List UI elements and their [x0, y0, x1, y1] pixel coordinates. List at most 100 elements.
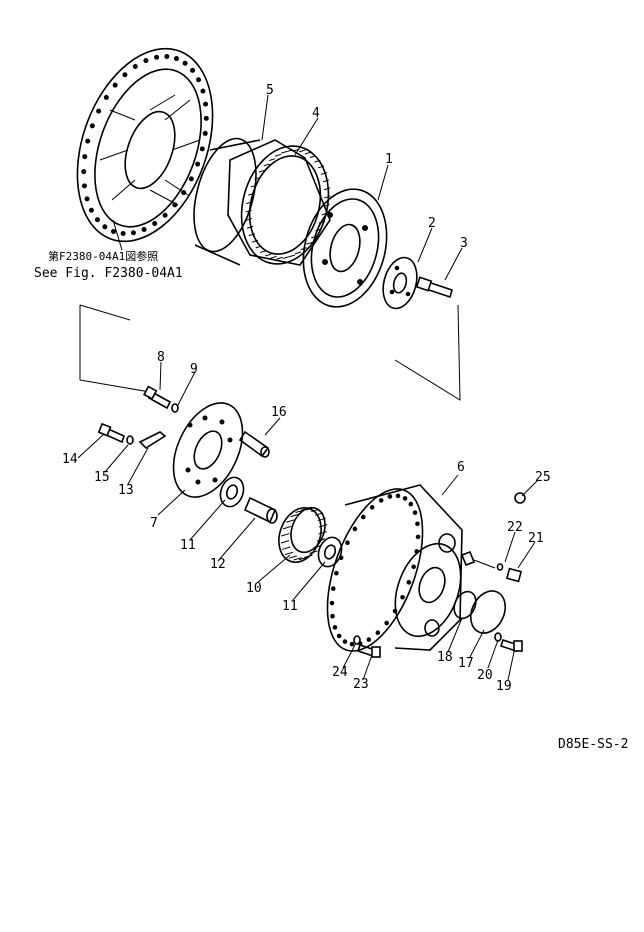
detail-line [250, 184, 258, 188]
bolt-hole [173, 56, 179, 62]
bolt-hole [112, 82, 118, 88]
detail-line [258, 169, 265, 173]
bolt-part-14 [97, 422, 125, 444]
bolt-hole [182, 60, 188, 66]
assembly-lines-upper [79, 304, 461, 401]
gear-part-10 [278, 506, 328, 563]
bolt-part-23 [356, 643, 381, 658]
callout-6: 6 [457, 460, 465, 475]
detail-line [282, 256, 289, 260]
detail-line [246, 225, 254, 229]
bolt-hole [408, 501, 414, 507]
detail-line [299, 149, 306, 153]
detail-line [281, 533, 290, 537]
bolt-hole [415, 534, 421, 540]
detail-line [298, 556, 308, 561]
bolt-hole [342, 639, 348, 644]
washer-part-22 [496, 563, 504, 571]
detail-line [324, 195, 331, 199]
drawing-code: D85E-SS-2 [558, 737, 628, 752]
callout-9: 9 [190, 362, 198, 377]
bolt-hole [332, 625, 338, 630]
callout-16: 16 [271, 405, 287, 420]
detail-line [295, 509, 304, 513]
bolt-hole [395, 493, 401, 499]
bolt-hole [84, 196, 90, 202]
pin-part-16 [238, 430, 270, 458]
detail-line [270, 255, 277, 259]
bolt-hole [203, 101, 209, 107]
gear-teeth [280, 507, 328, 561]
detail-line [309, 550, 318, 554]
detail-line [245, 209, 252, 213]
bolt-hole [412, 510, 418, 515]
leader-lines [77, 94, 539, 681]
flange-disc-part-7 [172, 402, 244, 498]
bolt-hole [120, 230, 126, 236]
detail-line [263, 163, 270, 167]
callout-1: 1 [385, 152, 393, 167]
bolt-hole [202, 130, 208, 136]
detail-line [293, 557, 302, 561]
bolt-hole [406, 580, 412, 585]
bolt-hole [154, 54, 160, 60]
detail-line [268, 158, 276, 161]
detail-line [318, 531, 327, 535]
bolt-hole [369, 504, 375, 510]
callout-4: 4 [312, 106, 320, 121]
detail-line [265, 253, 272, 257]
callout-25: 25 [535, 470, 551, 485]
detail-line [288, 254, 296, 258]
detail-line [248, 192, 255, 196]
detail-line [290, 513, 299, 518]
bolt-hole [141, 226, 147, 232]
detail-line [311, 508, 320, 513]
bolt-hole [94, 217, 100, 223]
detail-line [248, 233, 256, 237]
brake-disc-drawing [76, 47, 214, 243]
bolt-hole [400, 594, 405, 600]
bolt-hole [102, 224, 108, 230]
washer-plate-part-2 [382, 256, 418, 310]
callout-15: 15 [94, 470, 110, 485]
detail-line [251, 239, 259, 243]
callout-17: 17 [458, 656, 474, 671]
bolt-hole [122, 72, 128, 78]
detail-line [322, 179, 330, 183]
callout-8: 8 [157, 350, 165, 365]
detail-line [314, 159, 321, 163]
bolt-hole [384, 620, 389, 626]
detail-line [286, 519, 295, 523]
bolt-hole [366, 637, 372, 642]
callout-3: 3 [460, 236, 468, 251]
bolt-hole [361, 514, 366, 520]
detail-line [314, 512, 324, 516]
bolt-hole [103, 94, 109, 100]
callout-5: 5 [266, 83, 274, 98]
bolt-hole [96, 108, 102, 114]
bolt-hole [199, 146, 205, 152]
bolt-hole [88, 207, 94, 213]
callout-24: 24 [332, 665, 348, 680]
callout-11-right: 11 [282, 599, 298, 614]
plug-part-21 [505, 567, 523, 583]
bolt-hole [349, 641, 355, 647]
reference-note: 第F2380-04A1図参照 See Fig. F2380-04A1 [34, 249, 183, 281]
washer-part-24 [353, 635, 361, 645]
detail-line [309, 155, 317, 158]
detail-line [306, 507, 315, 511]
bolt-hole [81, 183, 87, 189]
bolt-hole [330, 586, 336, 591]
bolt-hole [82, 154, 88, 160]
bolt-hole [415, 521, 420, 527]
detail-line [280, 540, 290, 544]
bolt-hole [195, 161, 201, 167]
bearing-part-11-left [219, 476, 245, 508]
valve-part-assembly [460, 550, 496, 569]
bolt-hole [387, 494, 393, 499]
bolt-hole [164, 54, 170, 60]
bolt-hole [336, 633, 342, 639]
bolt-hole [130, 230, 136, 236]
detail-line [287, 149, 294, 152]
